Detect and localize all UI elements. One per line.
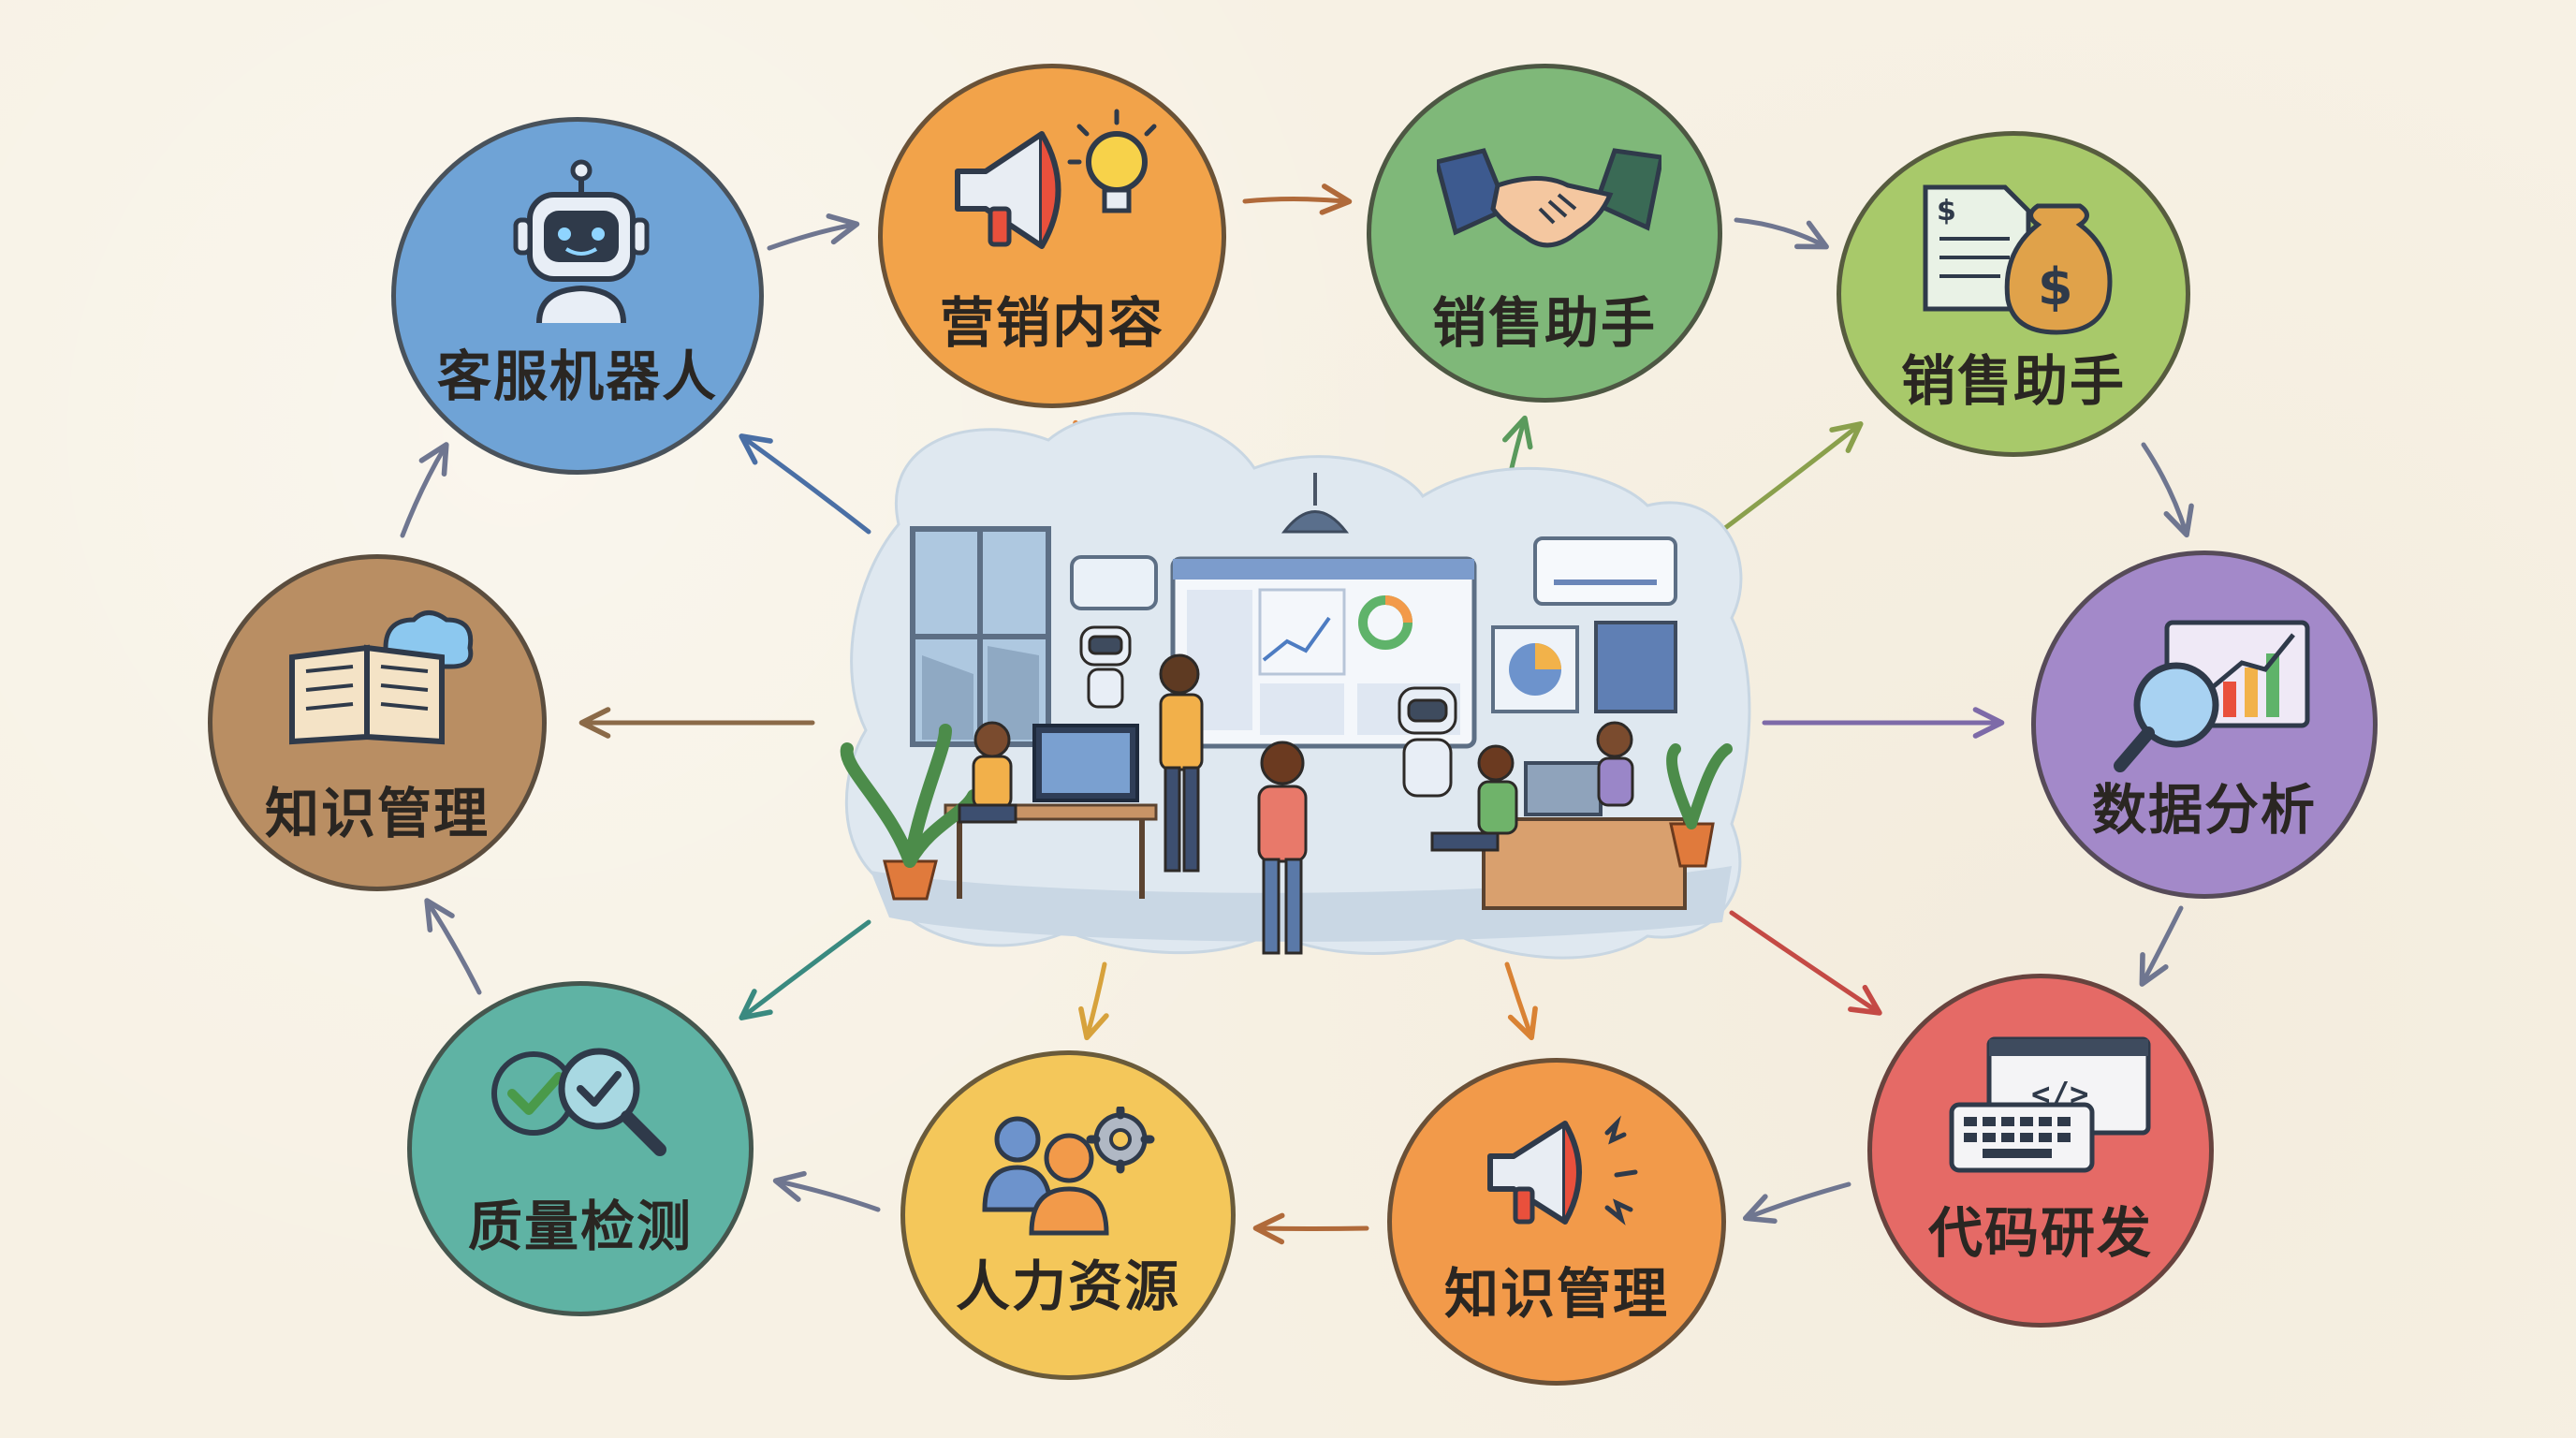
arrow-bot-to-marketing	[767, 213, 860, 251]
robot-assistant	[1398, 686, 1457, 798]
robot-small	[1079, 625, 1132, 709]
people-gear-icon	[982, 1107, 1155, 1236]
robot-icon	[513, 159, 650, 324]
node-knowledge-mgmt-2: 知识管理	[1387, 1058, 1726, 1386]
node-sales-assistant-1: 销售助手	[1367, 64, 1722, 403]
invoice-moneybag-icon: $ $	[1923, 184, 2113, 335]
svg-text:$: $	[2038, 257, 2073, 316]
arrow-marketing-to-sales1	[1242, 183, 1353, 215]
node-label: 代码研发	[1927, 1201, 2153, 1265]
megaphone-lightbulb-icon	[955, 109, 1157, 249]
node-label: 销售助手	[1431, 291, 1657, 355]
node-label: 知识管理	[1443, 1262, 1669, 1326]
spoke-to-bot	[739, 433, 871, 535]
node-data-analysis: 数据分析	[2031, 550, 2378, 899]
spoke-to-km2	[1504, 961, 1538, 1041]
check-magnifier-icon	[491, 1048, 666, 1156]
arrow-quality-to-km1	[424, 898, 482, 995]
person-seated-left	[958, 721, 1017, 824]
node-label: 客服机器人	[436, 345, 718, 408]
node-label: 知识管理	[264, 782, 490, 845]
node-customer-service-bot: 客服机器人	[391, 117, 764, 475]
person-seated-right	[1430, 744, 1518, 852]
svg-text:$: $	[1937, 195, 1956, 227]
spoke-to-quality	[739, 919, 871, 1020]
arrow-data-to-code	[2139, 905, 2184, 987]
node-human-resources: 人力资源	[900, 1050, 1236, 1380]
megaphone-icon	[1487, 1115, 1638, 1225]
arrow-hr-to-quality	[772, 1170, 881, 1212]
node-sales-assistant-2: $ $ 销售助手	[1837, 131, 2190, 457]
node-label: 营销内容	[939, 291, 1164, 355]
spoke-to-code	[1729, 910, 1882, 1016]
node-quality-check: 质量检测	[407, 981, 754, 1316]
node-knowledge-mgmt-1: 知识管理	[208, 554, 547, 891]
spoke-to-hr	[1078, 961, 1109, 1041]
magnifier-chart-icon	[2114, 620, 2310, 772]
keyboard-code-icon: </>	[1949, 1036, 2151, 1173]
node-label: 人力资源	[955, 1255, 1180, 1318]
node-label: 质量检测	[467, 1195, 693, 1258]
spoke-to-sales2	[1715, 421, 1864, 536]
arrow-km2-to-hr	[1252, 1212, 1369, 1245]
arrow-km1-to-bot	[400, 442, 449, 538]
arrow-code-to-km2	[1742, 1181, 1852, 1225]
node-code-dev: </> 代码研发	[1867, 974, 2214, 1328]
person-at-desk	[1596, 721, 1634, 807]
node-label: 数据分析	[2091, 778, 2317, 842]
arrow-sales1-to-sales2	[1734, 217, 1829, 250]
book-cloud-icon	[289, 610, 474, 745]
person-standing-1	[1159, 653, 1204, 873]
node-label: 销售助手	[1900, 349, 2126, 413]
handshake-icon	[1437, 148, 1661, 248]
node-marketing-content: 营销内容	[878, 64, 1226, 408]
arrow-sales2-to-data	[2141, 442, 2194, 538]
person-standing-2	[1257, 741, 1308, 955]
